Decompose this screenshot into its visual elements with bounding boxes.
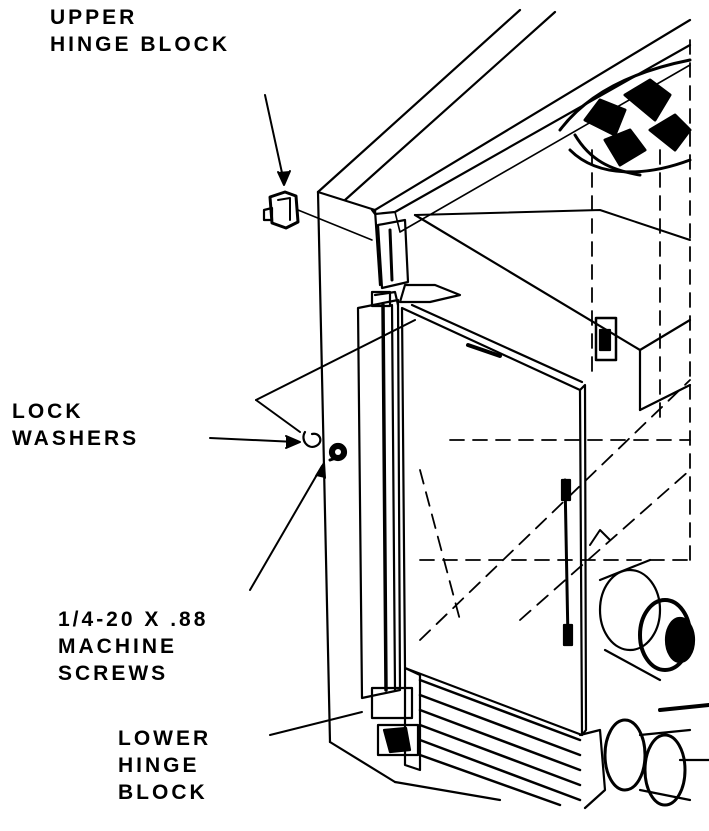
- fan-grille: [558, 58, 692, 177]
- hinge-rail: [356, 290, 402, 700]
- chassis-box: [413, 209, 692, 412]
- motor-assembly: [589, 529, 709, 807]
- upper-hinge-label-line-1: UPPER: [50, 6, 138, 29]
- cabinet-frame: [316, 8, 692, 802]
- lower-hinge-label-line-2: HINGE: [118, 754, 200, 777]
- washer-screw-parts: [302, 430, 348, 462]
- lower-hinge-label-line-3: BLOCK: [118, 781, 208, 804]
- machine-screws-label-line-3: SCREWS: [58, 662, 169, 685]
- lower-hinge-label-line-1: LOWER: [118, 727, 212, 750]
- machine-screws-label-line-1: 1/4-20 X .88: [58, 608, 209, 631]
- upper-hinge-label-line-2: HINGE BLOCK: [50, 33, 230, 56]
- machine-screws-label: 1/4-20 X .88 MACHINE SCREWS: [58, 606, 208, 687]
- upper-hinge-block-label: UPPER HINGE BLOCK: [50, 4, 230, 58]
- upper-hinge-block-part: [262, 190, 373, 241]
- lower-housing: [370, 666, 607, 810]
- upper-hinge-bracket: [376, 218, 462, 304]
- door-panel: [400, 303, 588, 737]
- lower-hinge-block-label: LOWER HINGE BLOCK: [118, 725, 211, 806]
- machine-screws-label-line-2: MACHINE: [58, 635, 177, 658]
- lock-washers-label-line-1: LOCK: [12, 400, 84, 423]
- leader-lines: [209, 94, 416, 736]
- hidden-lines: [419, 39, 691, 641]
- lock-washers-label: LOCK WASHERS: [12, 398, 139, 452]
- lock-washers-label-line-2: WASHERS: [12, 427, 140, 450]
